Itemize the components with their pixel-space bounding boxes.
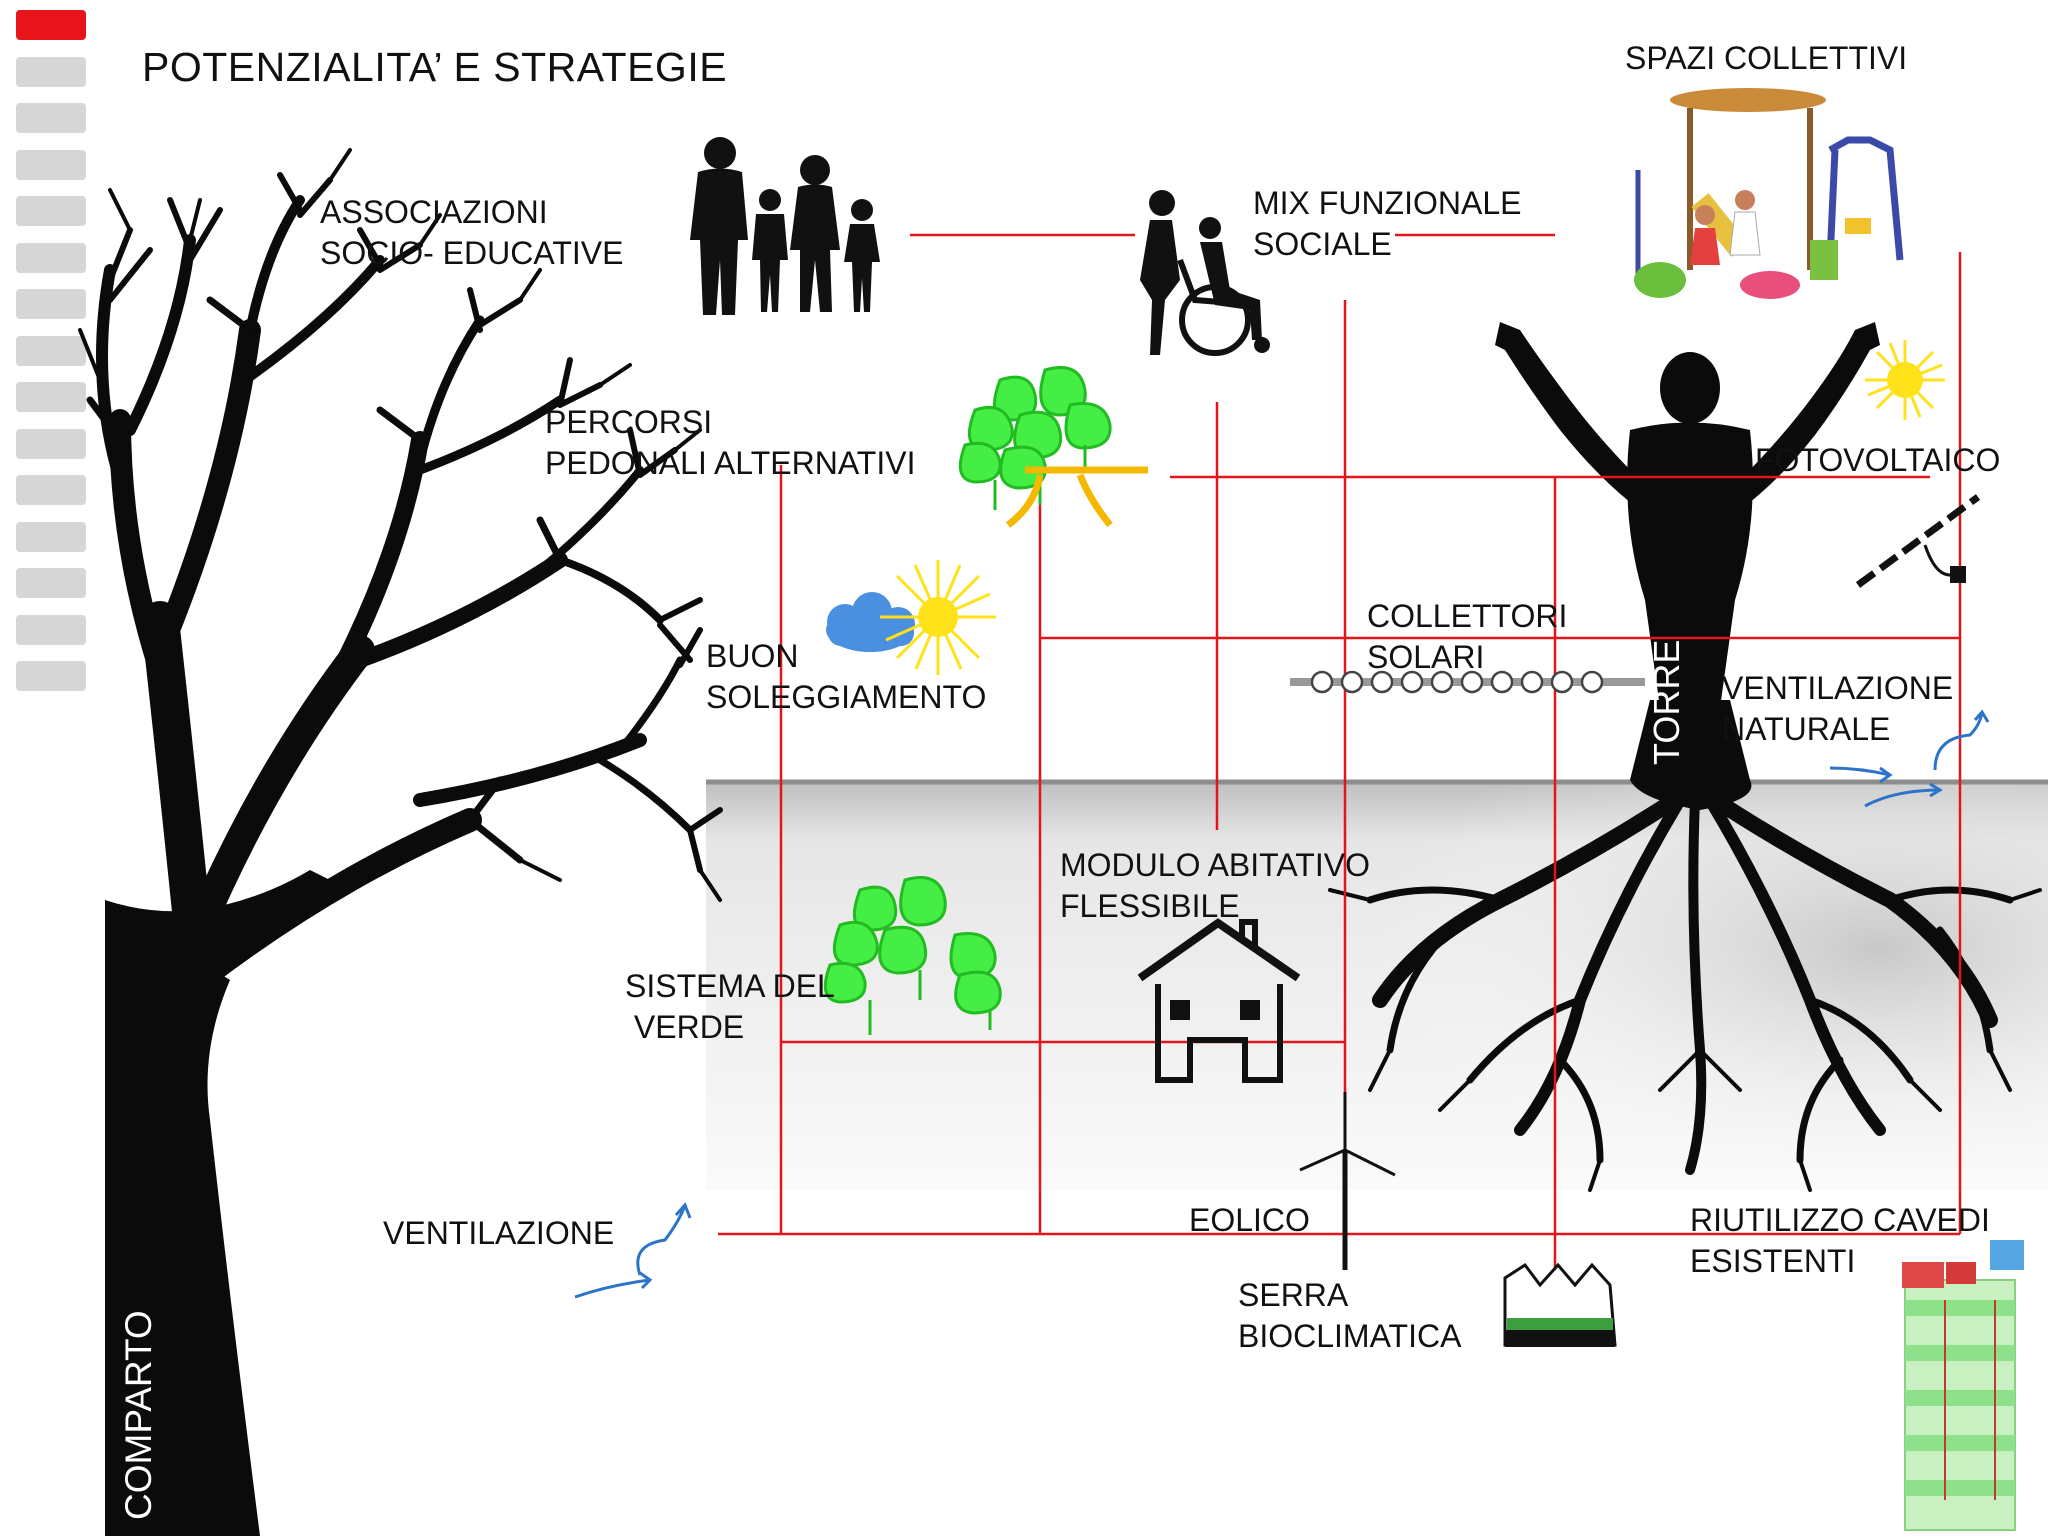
plant-icon: [823, 876, 1002, 1035]
connector-lines: [718, 233, 1962, 1290]
label-mix-funzionale: MIX FUNZIONALE SOCIALE: [1253, 185, 1522, 262]
sun-icon: [1865, 340, 1945, 420]
label-buon-soleggiamento: BUON SOLEGGIAMENTO: [706, 638, 987, 715]
slide-nav-button[interactable]: [16, 661, 86, 691]
label-associazioni: ASSOCIAZIONI SOCIO- EDUCATIVE: [320, 194, 624, 271]
family-icon: [690, 137, 880, 315]
slide-nav-button[interactable]: [16, 475, 86, 505]
pedestrian-path-icon: [1005, 466, 1148, 528]
green-roof-tower-icon: [1902, 1240, 2024, 1531]
tower-figure-icon: [1495, 322, 1880, 810]
slide-nav-button[interactable]: [16, 335, 86, 366]
tower-roots: [1328, 782, 2042, 1192]
slide-nav-button[interactable]: [16, 103, 86, 133]
slide-nav-button[interactable]: [16, 196, 86, 226]
slide-nav-button[interactable]: [16, 242, 86, 273]
label-serra: SERRA BIOCLIMATICA: [1238, 1277, 1462, 1354]
ventilation-arrow-icon: [1829, 709, 1990, 808]
label-ventilazione-naturale: VENTILAZIONE NATURALE: [1722, 670, 1954, 747]
label-sistema-verde: SISTEMA DEL VERDE: [625, 968, 835, 1045]
label-torre: TORRE: [1646, 639, 1687, 765]
slide-nav-button[interactable]: [16, 56, 86, 87]
slide-nav: [16, 10, 88, 708]
label-percorsi: PERCORSI PEDONALI ALTERNATIVI: [545, 404, 916, 481]
slide-nav-button[interactable]: [16, 428, 86, 459]
wind-turbine-icon: [1299, 1092, 1396, 1270]
playground-icon: [1634, 88, 1904, 299]
label-comparto: COMPARTO: [118, 1310, 159, 1520]
label-ventilazione: VENTILAZIONE: [383, 1215, 615, 1251]
solar-collector-icon: [1290, 670, 1645, 694]
slide-nav-button[interactable]: [16, 149, 86, 180]
tree-icon: [78, 148, 723, 1536]
solar-panel-icon: [1855, 494, 1981, 588]
label-eolico: EOLICO: [1189, 1202, 1310, 1238]
ventilation-arrow-icon: [574, 1202, 692, 1299]
page-title: POTENZIALITA’ E STRATEGIE: [142, 44, 728, 90]
label-collettori: COLLETTORI SOLARI: [1367, 598, 1568, 675]
slide-nav-button[interactable]: [16, 382, 86, 412]
label-fotovoltaico: FOTOVOLTAICO: [1755, 442, 2001, 478]
slide-nav-button[interactable]: [16, 289, 86, 319]
sun-icon: [880, 560, 996, 675]
slide-nav-button-active[interactable]: [16, 10, 86, 40]
slide-nav-button[interactable]: [16, 521, 86, 552]
slide-nav-button[interactable]: [16, 568, 86, 598]
cloud-icon: [826, 592, 915, 652]
ground-band: [706, 779, 2048, 1200]
plant-icon: [958, 366, 1112, 510]
label-riutilizzo-cavedi: RIUTILIZZO CAVEDI ESISTENTI: [1690, 1202, 1990, 1279]
greenhouse-icon: [1503, 1262, 1617, 1347]
comparto-strip: [105, 1290, 165, 1536]
slide-nav-button[interactable]: [16, 614, 86, 645]
label-spazi-collettivi: SPAZI COLLETTIVI: [1625, 40, 1908, 76]
label-modulo-abitativo: MODULO ABITATIVO FLESSIBILE: [1060, 847, 1370, 924]
wheelchair-icon: [1140, 190, 1270, 356]
house-icon: [1137, 918, 1301, 1083]
